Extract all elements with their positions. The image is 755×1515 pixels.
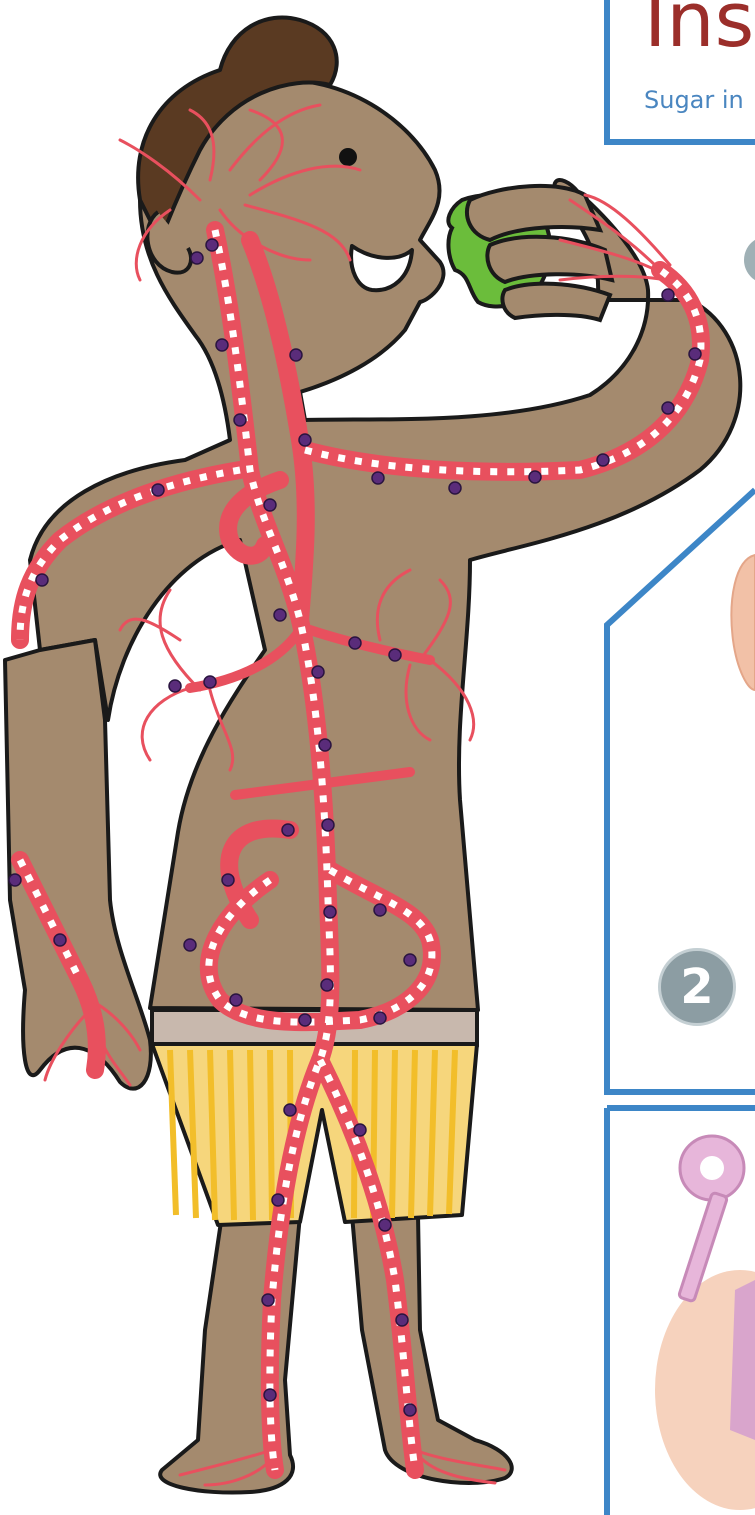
page-subtitle: Sugar in <box>644 86 744 114</box>
brain-partial-image <box>731 555 755 690</box>
eye <box>339 148 357 166</box>
step-1-badge-partial <box>744 236 755 284</box>
key-lock-partial-image <box>655 1136 755 1510</box>
page-title: Ins <box>644 0 754 58</box>
human-figure <box>5 17 740 1492</box>
right-leg <box>352 1215 512 1483</box>
torso-and-head <box>30 80 740 1010</box>
step-2-badge: 2 <box>658 948 736 1026</box>
